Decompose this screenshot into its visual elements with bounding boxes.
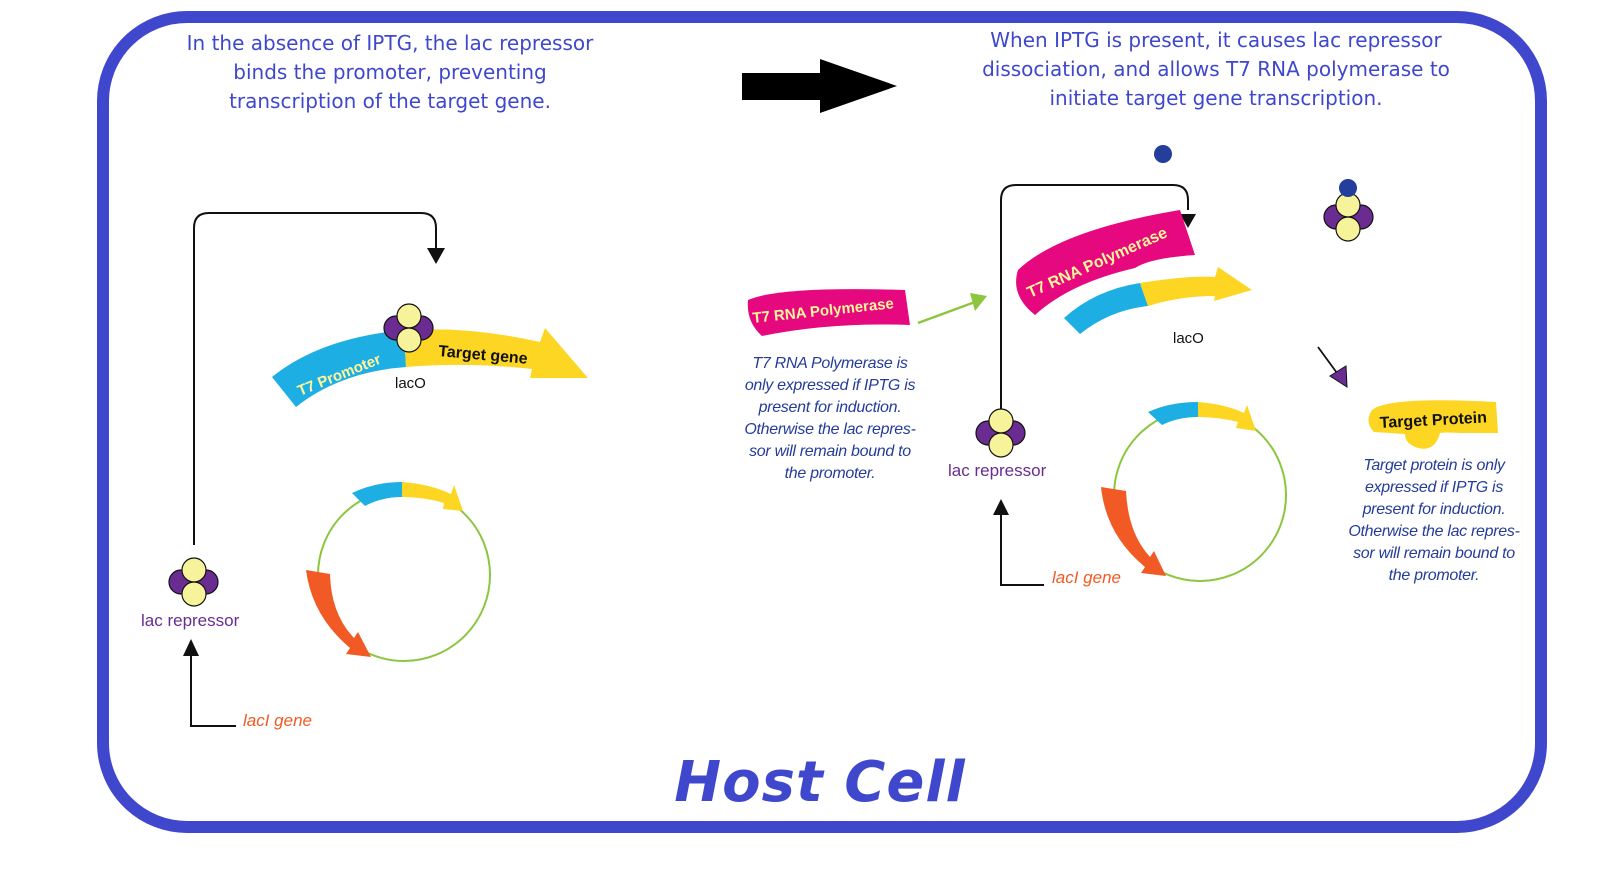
left-bound-repressor-icon (383, 303, 434, 353)
host-cell-boundary (97, 11, 1547, 833)
expression-arrowhead (1329, 365, 1348, 388)
right-transcription-line (1000, 184, 1189, 410)
t7-polymerase-note: T7 RNA Polymerase is only expressed if I… (732, 353, 928, 485)
right-laci-expression-line (1000, 513, 1044, 586)
right-laco-label: lacO (1173, 330, 1204, 347)
left-caption-line: In the absence of IPTG, the lac represso… (186, 31, 594, 55)
left-laco-label: lacO (395, 375, 426, 392)
note-line: the promoter. (1388, 567, 1480, 584)
left-transcription-arrowhead (427, 248, 445, 264)
note-line: Otherwise the lac repres- (744, 421, 916, 438)
left-laci-arrowhead (183, 639, 199, 656)
right-arrow-icon (742, 59, 897, 113)
right-plasmid-promoter-arc (1148, 402, 1198, 425)
iptg-bound-repressor-icon (1323, 179, 1374, 242)
note-line: present for induction. (758, 399, 902, 416)
left-t7-promoter-segment (272, 330, 406, 407)
right-plasmid-laci-arc (1101, 487, 1166, 576)
left-transcription-line (193, 212, 437, 545)
iptg-molecule-icon (1154, 145, 1172, 163)
bound-polymerase-shape (1016, 210, 1195, 315)
note-line: only expressed if IPTG is (744, 377, 916, 394)
polymerase-to-promoter-arrowhead (970, 293, 987, 311)
right-t7-promoter-segment (1064, 283, 1148, 334)
left-caption-line: binds the promoter, preventing (233, 60, 547, 84)
note-line: Target protein is only (1363, 457, 1505, 474)
left-laci-gene-label: lacI gene (243, 711, 312, 730)
left-caption: In the absence of IPTG, the lac represso… (180, 29, 600, 116)
target-protein-shape (1368, 400, 1498, 449)
target-protein-note: Target protein is only expressed if IPTG… (1336, 455, 1532, 587)
right-transcription-arrowhead (1180, 214, 1196, 228)
right-caption: When IPTG is present, it causes lac repr… (966, 26, 1466, 113)
right-lac-repressor-label: lac repressor (948, 461, 1047, 480)
t7-polymerase-shape (747, 289, 910, 336)
left-plasmid-promoter-arc (352, 482, 402, 506)
note-line: present for induction. (1362, 501, 1506, 518)
left-plasmid-laci-arc (306, 570, 371, 657)
right-caption-line: dissociation, and allows T7 RNA polymera… (982, 57, 1450, 81)
left-plasmid-gene-arc (402, 482, 463, 511)
right-lac-repressor-icon (975, 408, 1026, 458)
left-target-gene-segment (404, 328, 588, 378)
left-lac-repressor-label: lac repressor (141, 611, 240, 630)
right-caption-line: initiate target gene transcription. (1049, 86, 1383, 110)
polymerase-to-promoter-line (917, 300, 976, 325)
note-line: T7 RNA Polymerase is (752, 355, 908, 372)
note-line: sor will remain bound to (749, 443, 911, 460)
left-caption-line: transcription of the target gene. (229, 89, 551, 113)
expression-line (1317, 346, 1338, 374)
note-line: Otherwise the lac repres- (1348, 523, 1520, 540)
right-laci-gene-label: lacI gene (1052, 568, 1121, 587)
left-laci-expression-line (190, 652, 236, 727)
host-cell-title: Host Cell (674, 750, 966, 815)
right-plasmid-gene-arc (1198, 402, 1256, 431)
target-protein-label: Target Protein (1379, 409, 1487, 432)
note-line: the promoter. (784, 465, 876, 482)
left-lac-repressor-icon (168, 557, 219, 607)
right-target-gene-segment (1140, 267, 1252, 306)
note-line: sor will remain bound to (1353, 545, 1515, 562)
right-caption-line: When IPTG is present, it causes lac repr… (990, 28, 1442, 52)
right-laci-arrowhead (993, 499, 1009, 515)
note-line: expressed if IPTG is (1364, 479, 1504, 496)
